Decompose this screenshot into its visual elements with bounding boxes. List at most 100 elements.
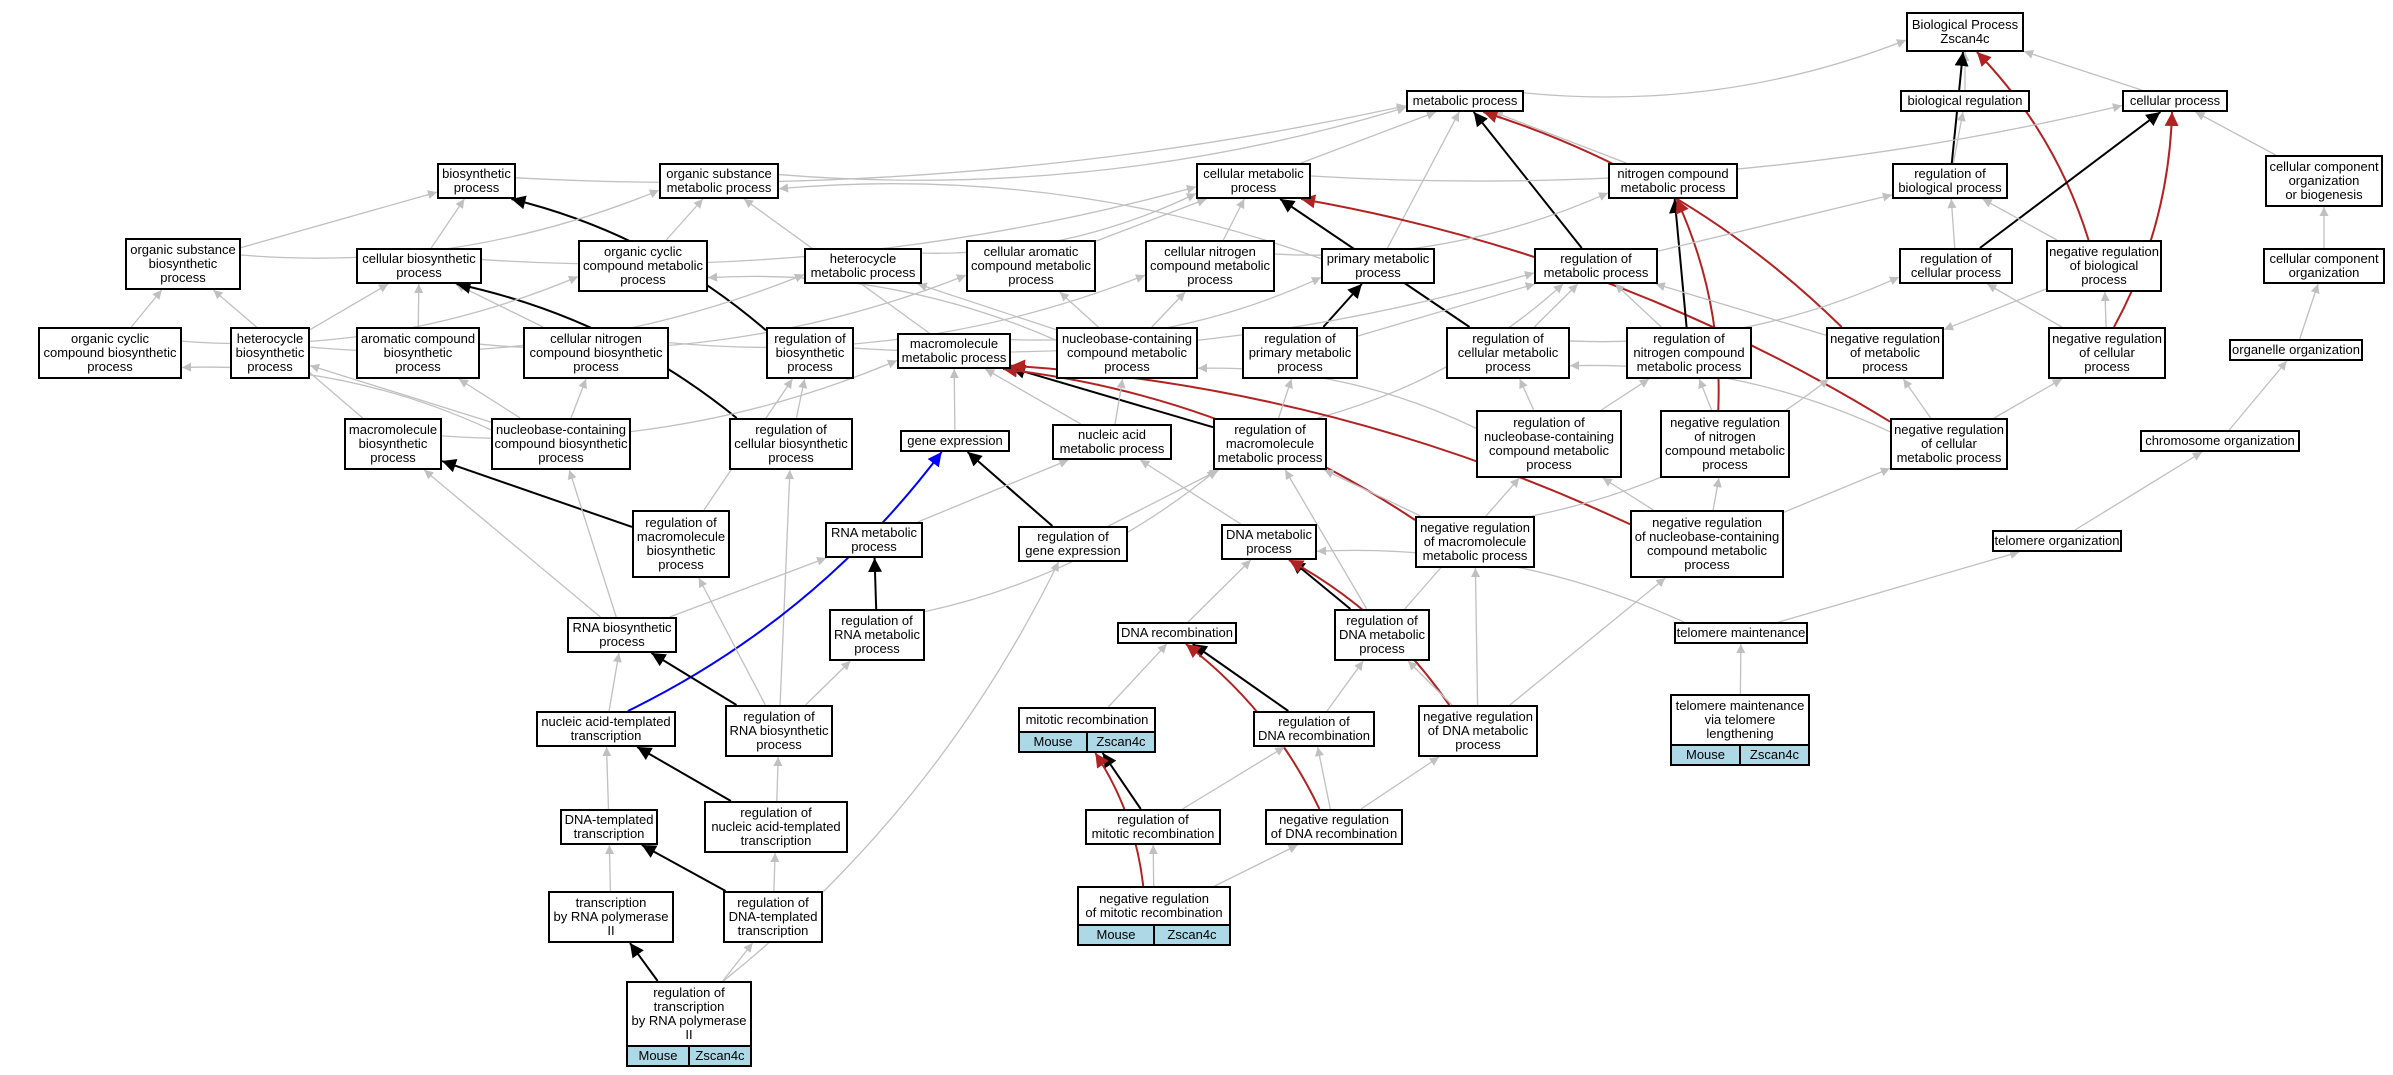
go-term-node[interactable]: cellular metabolic process bbox=[1196, 163, 1311, 199]
go-term-node[interactable]: DNA metabolic process bbox=[1221, 524, 1317, 560]
go-term-node[interactable]: macromolecule biosynthetic process bbox=[344, 418, 442, 470]
go-term-node[interactable]: regulation of cellular biosynthetic proc… bbox=[729, 418, 853, 470]
go-term-node[interactable]: negative regulation of cellular metaboli… bbox=[1890, 418, 2008, 470]
go-term-node[interactable]: negative regulation of DNA metabolic pro… bbox=[1418, 705, 1538, 757]
go-term-node[interactable]: macromolecule metabolic process bbox=[897, 333, 1011, 369]
edge-gray bbox=[515, 103, 1407, 184]
edge-gray bbox=[1509, 577, 1666, 706]
edge-gray bbox=[1736, 643, 1746, 695]
go-term-node[interactable]: regulation of cellular process bbox=[1899, 248, 2013, 284]
go-term-node[interactable]: negative regulation of nucleobase-contai… bbox=[1630, 510, 1784, 578]
go-term-node[interactable]: negative regulation of biological proces… bbox=[2046, 240, 2162, 292]
go-term-node[interactable]: telomere organization bbox=[1992, 530, 2122, 552]
go-term-node[interactable]: organic substance biosynthetic process bbox=[125, 238, 241, 290]
go-term-node[interactable]: biosynthetic process bbox=[437, 163, 516, 199]
go-term-node[interactable]: cellular process bbox=[2122, 90, 2228, 112]
go-term-node[interactable]: organic cyclic compound biosynthetic pro… bbox=[38, 327, 182, 379]
go-term-node[interactable]: negative regulation of cellular process bbox=[2048, 327, 2166, 379]
go-term-node[interactable]: negative regulation of DNA recombination bbox=[1265, 809, 1403, 845]
go-term-node[interactable]: biological regulation bbox=[1900, 90, 2030, 112]
go-term-node[interactable]: cellular nitrogen compound biosynthetic … bbox=[523, 327, 669, 379]
go-term-node[interactable]: organic cyclic compound metabolic proces… bbox=[578, 240, 708, 292]
go-term-node[interactable]: transcription by RNA polymerase II bbox=[548, 891, 674, 943]
go-term-node[interactable]: nucleic acid metabolic process bbox=[1052, 424, 1172, 460]
go-term-node[interactable]: aromatic compound biosynthetic process bbox=[356, 327, 480, 379]
edge-gray bbox=[917, 282, 1057, 331]
go-term-node[interactable]: regulation of macromolecule metabolic pr… bbox=[1213, 418, 1327, 470]
go-term-node[interactable]: RNA metabolic process bbox=[825, 522, 923, 558]
go-term-node[interactable]: nucleobase-containing compound metabolic… bbox=[1056, 327, 1198, 379]
go-term-node[interactable]: regulation of biological process bbox=[1892, 163, 2008, 199]
go-term-node[interactable]: Biological Process Zscan4c bbox=[1906, 12, 2024, 52]
edge-gray bbox=[1569, 360, 1891, 433]
edge-gray bbox=[1114, 378, 1126, 425]
edge-gray bbox=[1533, 283, 1579, 328]
go-term-node[interactable]: regulation of gene expression bbox=[1018, 526, 1128, 562]
go-term-label: negative regulation of mitotic recombina… bbox=[1085, 891, 1223, 920]
go-term-node[interactable]: primary metabolic process bbox=[1321, 248, 1435, 284]
go-term-node[interactable]: DNA recombination bbox=[1117, 622, 1237, 644]
edge-gray bbox=[722, 942, 754, 982]
go-term-node[interactable]: chromosome organization bbox=[2140, 430, 2300, 452]
go-term-node[interactable]: regulation of macromolecule biosynthetic… bbox=[632, 510, 730, 578]
edge-gray bbox=[1277, 378, 1293, 419]
go-term-node[interactable]: cellular component organization bbox=[2263, 248, 2385, 284]
go-term-node[interactable]: cellular biosynthetic process bbox=[356, 248, 482, 284]
go-term-node[interactable]: regulation of metabolic process bbox=[1534, 248, 1658, 284]
edge-gray bbox=[1107, 643, 1168, 708]
go-term-node[interactable]: regulation of RNA biosynthetic process bbox=[725, 705, 833, 757]
go-term-node[interactable]: regulation of RNA metabolic process bbox=[829, 609, 925, 661]
go-term-node[interactable]: nucleic acid-templated transcription bbox=[536, 711, 676, 747]
go-term-node[interactable]: negative regulation of mitotic recombina… bbox=[1077, 886, 1231, 946]
go-term-node[interactable]: metabolic process bbox=[1406, 90, 1524, 112]
edge-gray bbox=[949, 368, 959, 431]
go-term-node[interactable]: cellular component organization or bioge… bbox=[2265, 155, 2383, 207]
go-term-node[interactable]: regulation of biosynthetic process bbox=[766, 327, 854, 379]
go-term-node[interactable]: nitrogen compound metabolic process bbox=[1608, 163, 1738, 199]
edge-gray bbox=[608, 652, 622, 712]
go-term-node[interactable]: regulation of primary metabolic process bbox=[1242, 327, 1358, 379]
go-term-node[interactable]: organic substance metabolic process bbox=[659, 163, 779, 199]
edge-black bbox=[1290, 559, 1352, 610]
go-term-node[interactable]: regulation of DNA recombination bbox=[1253, 711, 1375, 747]
go-term-node[interactable]: negative regulation of nitrogen compound… bbox=[1660, 410, 1790, 478]
edge-gray bbox=[773, 756, 783, 802]
edge-gray bbox=[1059, 291, 1099, 328]
edge-black bbox=[641, 844, 727, 892]
go-term-node[interactable]: RNA biosynthetic process bbox=[567, 617, 677, 653]
go-term-node[interactable]: telomere maintenance via telomere length… bbox=[1670, 694, 1810, 766]
edge-gray bbox=[1943, 288, 2047, 331]
edge-gray bbox=[1151, 291, 1186, 328]
go-term-node[interactable]: regulation of DNA metabolic process bbox=[1334, 609, 1430, 661]
go-term-node[interactable]: regulation of DNA-templated transcriptio… bbox=[723, 891, 823, 943]
edge-gray bbox=[1902, 378, 1932, 419]
go-term-node[interactable]: regulation of cellular metabolic process bbox=[1446, 327, 1570, 379]
edge-blue bbox=[627, 451, 943, 712]
edge-black bbox=[1322, 283, 1363, 328]
go-term-node[interactable]: cellular aromatic compound metabolic pro… bbox=[966, 240, 1096, 292]
edge-gray bbox=[778, 105, 1407, 181]
go-term-node[interactable]: heterocycle biosynthetic process bbox=[230, 327, 310, 379]
edge-gray bbox=[917, 459, 1069, 523]
go-term-node[interactable]: nucleobase-containing compound biosynthe… bbox=[491, 418, 631, 470]
go-term-node[interactable]: organelle organization bbox=[2229, 339, 2363, 361]
edge-gray bbox=[1187, 559, 1252, 623]
go-term-node[interactable]: telomere maintenance bbox=[1674, 622, 1808, 644]
go-term-node[interactable]: negative regulation of macromolecule met… bbox=[1415, 516, 1535, 568]
edge-black bbox=[1979, 111, 2162, 249]
go-term-node[interactable]: heterocycle metabolic process bbox=[804, 248, 922, 284]
go-term-node[interactable]: regulation of nitrogen compound metaboli… bbox=[1626, 327, 1752, 379]
gene-tag: Zscan4c bbox=[1739, 746, 1808, 764]
edge-gray bbox=[1315, 746, 1331, 810]
edge-gray bbox=[984, 368, 1082, 425]
go-term-node[interactable]: regulation of nucleic acid-templated tra… bbox=[704, 801, 848, 853]
go-term-node[interactable]: cellular nitrogen compound metabolic pro… bbox=[1145, 240, 1275, 292]
go-term-node[interactable]: regulation of nucleobase-containing comp… bbox=[1476, 410, 1622, 478]
go-term-node[interactable]: gene expression bbox=[900, 430, 1010, 452]
edge-gray bbox=[805, 660, 851, 706]
go-term-node[interactable]: DNA-templated transcription bbox=[560, 809, 658, 845]
go-term-node[interactable]: negative regulation of metabolic process bbox=[1826, 327, 1944, 379]
go-term-node[interactable]: regulation of mitotic recombination bbox=[1085, 809, 1221, 845]
go-term-node[interactable]: regulation of transcription by RNA polym… bbox=[626, 981, 752, 1067]
